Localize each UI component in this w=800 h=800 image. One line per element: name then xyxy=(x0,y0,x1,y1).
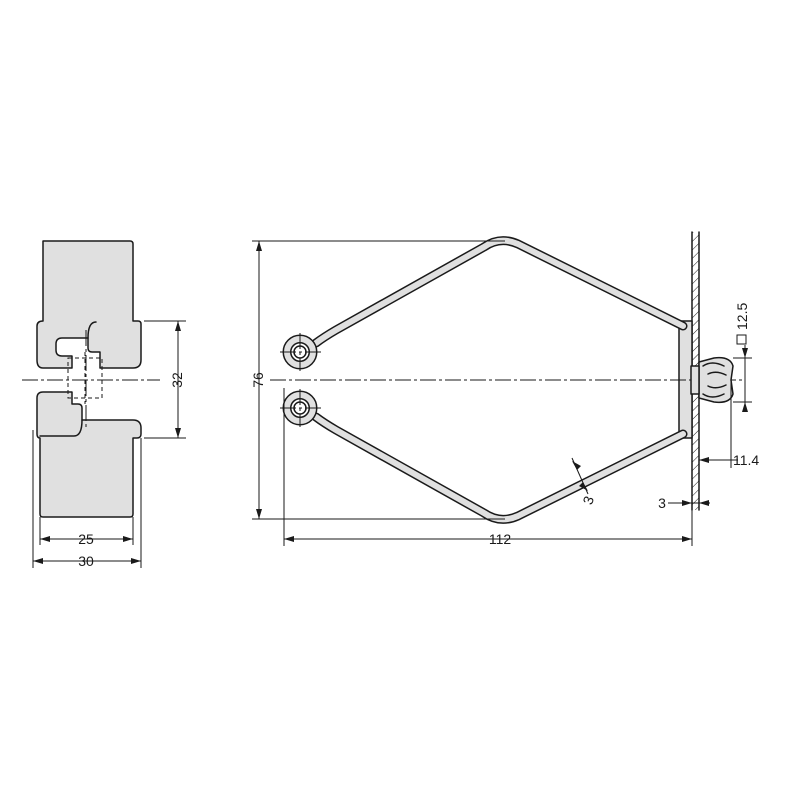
square-symbol-icon xyxy=(736,334,747,345)
dimension-square-size: 12.5 xyxy=(734,303,750,330)
side-view-hook-edge xyxy=(87,321,97,339)
dimension-overall-height: 76 xyxy=(250,372,266,388)
side-view xyxy=(22,240,160,518)
push-clip xyxy=(698,356,734,404)
wire-arm-upper xyxy=(311,236,688,348)
dimension-side-height: 32 xyxy=(169,372,185,388)
side-view-dimensions: 32 25 30 xyxy=(32,320,186,569)
dimension-inner-width: 25 xyxy=(78,531,94,547)
front-view-dimensions: 76 112 3 11.4 12.5 3 xyxy=(250,240,759,547)
dimension-plate-thickness: 3 xyxy=(658,495,666,511)
dimension-clip-offset: 11.4 xyxy=(733,452,759,468)
side-view-upper-body xyxy=(36,240,142,369)
dimension-wire-gauge: 3 xyxy=(579,494,597,507)
side-view-lower-body xyxy=(36,391,142,518)
side-view-hook-edge-lower xyxy=(39,419,83,437)
dimension-overall-length: 112 xyxy=(489,531,512,547)
dimension-outer-width: 30 xyxy=(78,553,94,569)
front-view xyxy=(270,231,745,524)
wire-arm-lower xyxy=(311,412,688,524)
side-view-hidden-slot xyxy=(67,357,103,399)
